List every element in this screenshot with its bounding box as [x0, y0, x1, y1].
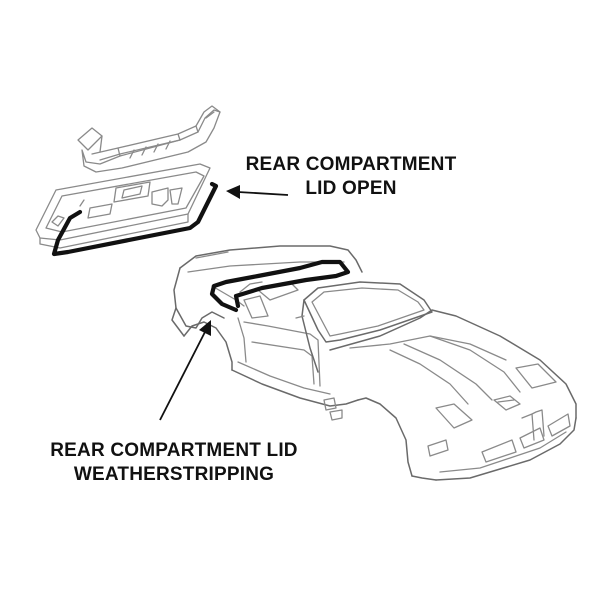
arrow-to-lid-open — [226, 185, 289, 199]
label-rear-compartment-lid-weatherstripping: REAR COMPARTMENT LID WEATHERSTRIPPING — [16, 439, 332, 487]
rear-compartment-lid-exploded — [35, 105, 221, 257]
car-outline — [171, 245, 577, 481]
label-weatherstripping-line2: WEATHERSTRIPPING — [73, 464, 275, 485]
car-rear-compartment-weatherstrip — [209, 259, 351, 313]
lid-open-weatherstrip — [51, 181, 219, 257]
lid-hinge-bracket — [77, 105, 221, 173]
label-lid-open-line1: REAR COMPARTMENT — [245, 154, 457, 175]
label-weatherstripping-line1: REAR COMPARTMENT LID — [50, 440, 298, 461]
label-rear-compartment-lid-open: REAR COMPARTMENT LID OPEN — [212, 153, 490, 201]
arrow-to-weatherstripping — [159, 320, 211, 421]
label-lid-open-line2: LID OPEN — [305, 178, 397, 199]
